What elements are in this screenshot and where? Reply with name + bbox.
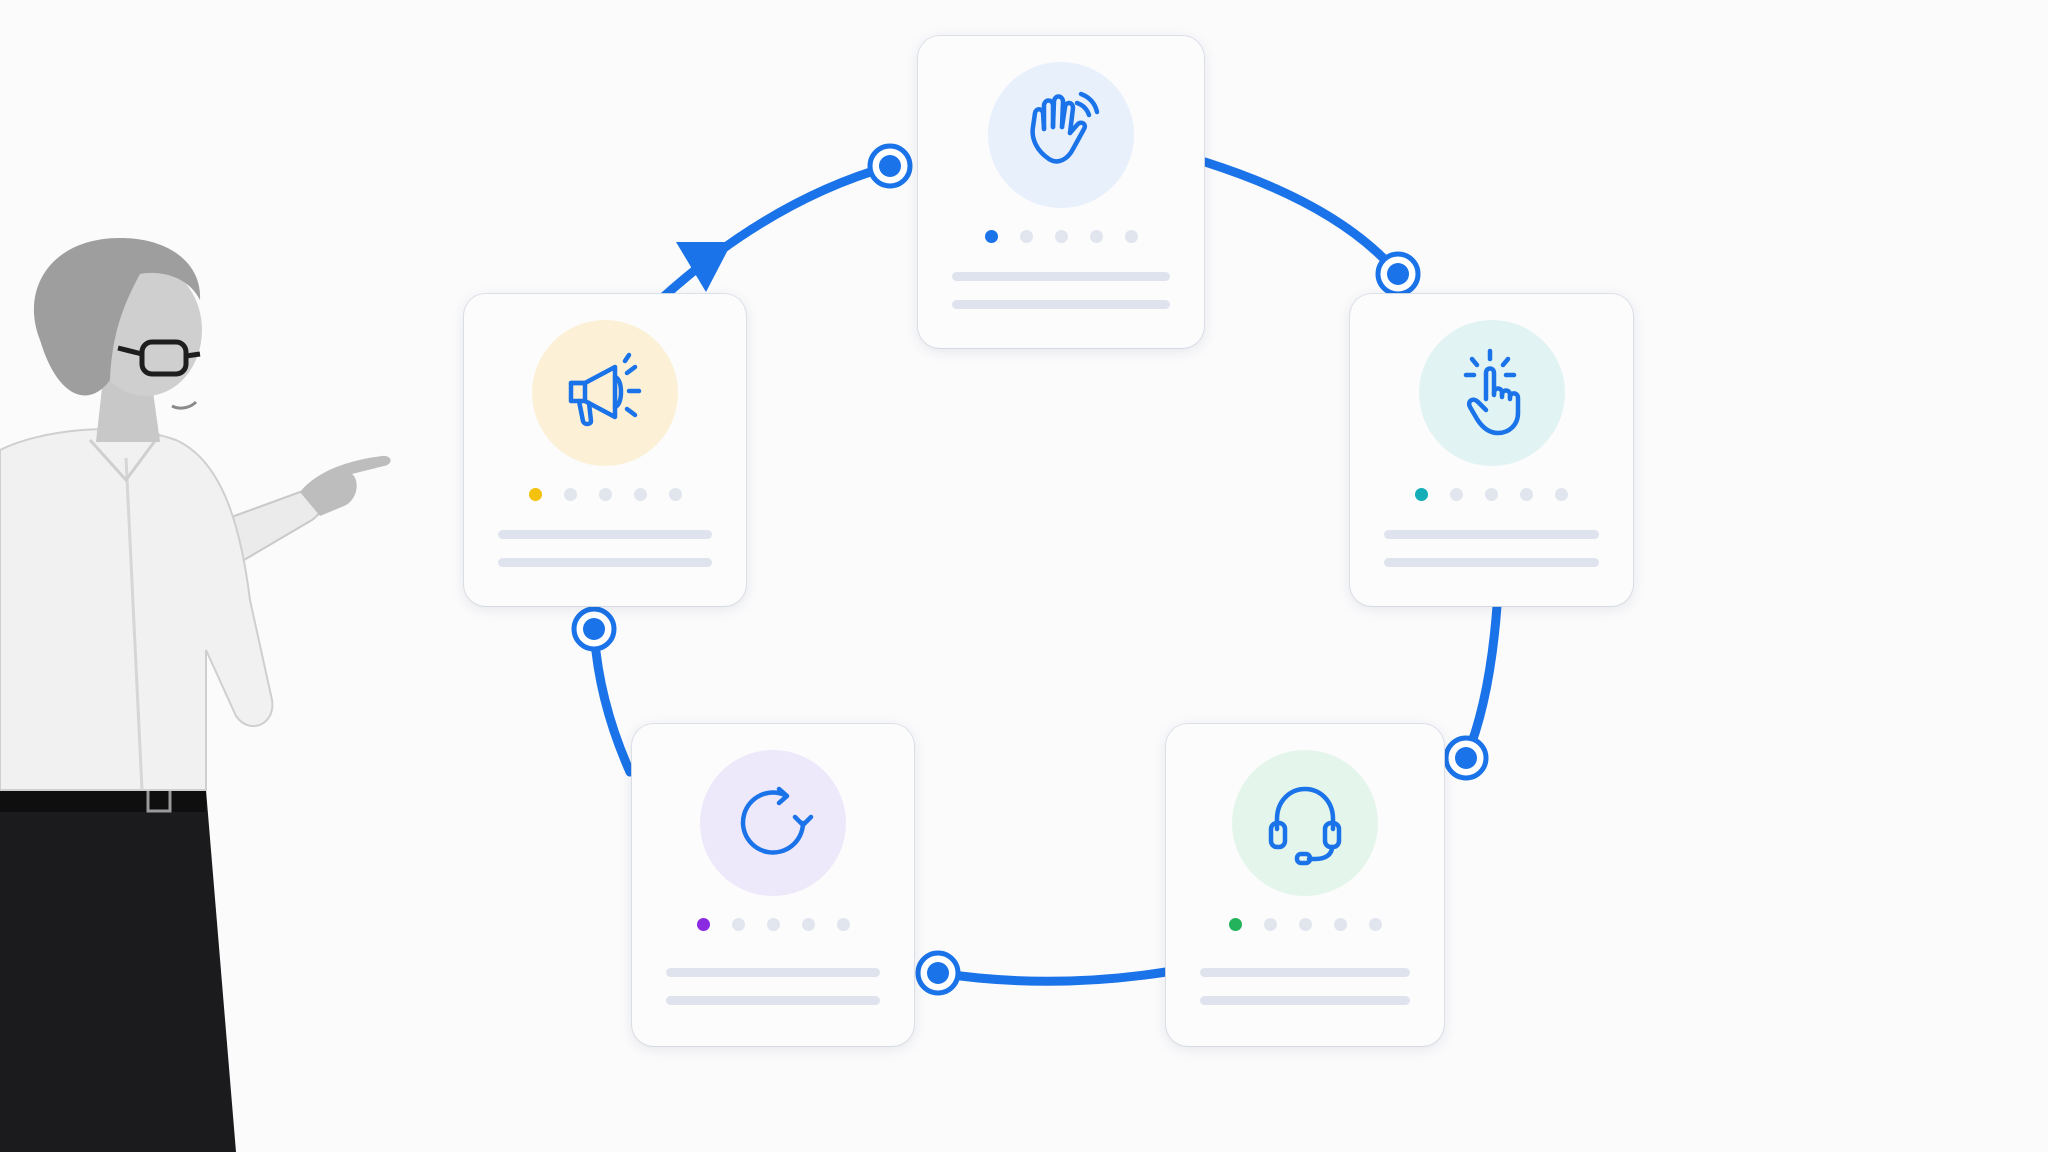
progress-dot — [598, 488, 612, 501]
connector-node — [1375, 251, 1421, 297]
progress-dot — [731, 918, 745, 931]
megaphone-icon — [568, 352, 642, 427]
connector-node — [867, 143, 913, 189]
progress-dot-active — [984, 230, 998, 243]
placeholder-line — [1200, 968, 1410, 977]
badge-announce — [532, 320, 678, 466]
step-card-wave — [918, 36, 1204, 348]
progress-dot — [1555, 488, 1568, 501]
progress-dot — [668, 488, 682, 501]
connector-node — [915, 950, 961, 996]
connector-node — [571, 606, 617, 652]
presenter-smile — [171, 400, 198, 410]
progress-dot-active — [528, 488, 542, 501]
progress-dot — [1485, 488, 1498, 501]
placeholder-line — [952, 300, 1170, 309]
badge-tap — [1418, 320, 1565, 466]
presenter-belt — [0, 790, 206, 812]
progress-dot — [1089, 230, 1103, 243]
badge-renew — [700, 750, 846, 896]
presenter-trousers — [0, 790, 236, 1152]
ring-segment-tap-to-support — [1461, 601, 1502, 763]
progress-dot — [1298, 918, 1312, 931]
pointing-presenter-illustration — [0, 238, 391, 1152]
progress-dot — [1019, 230, 1033, 243]
progress-dot — [801, 918, 815, 931]
blouse-placket — [124, 457, 144, 791]
progress-dot — [766, 918, 780, 931]
presenter-blouse — [0, 428, 274, 791]
progress-dot-active — [696, 918, 710, 931]
progress-dot-active — [1228, 918, 1242, 931]
progress-dot — [1333, 918, 1347, 931]
headset-icon — [1268, 786, 1342, 866]
progress-dot — [1368, 918, 1382, 931]
connector-node — [1443, 735, 1489, 781]
placeholder-line — [952, 272, 1170, 281]
progress-dot-active — [1415, 488, 1428, 501]
ring-segment-announce-to-wave — [655, 161, 895, 305]
placeholder-line — [1384, 530, 1599, 539]
progress-dot — [1263, 918, 1277, 931]
progress-dot — [1124, 230, 1138, 243]
waving-hand-icon — [1030, 91, 1100, 164]
progress-dot — [1520, 488, 1533, 501]
step-card-announce — [464, 294, 746, 606]
badge-wave — [988, 62, 1134, 208]
step-card-support — [1166, 724, 1444, 1046]
placeholder-line — [1384, 558, 1599, 567]
progress-dot — [836, 918, 850, 931]
progress-dots — [1350, 488, 1633, 501]
tap-finger-icon — [1463, 348, 1520, 436]
step-card-renew — [632, 724, 914, 1046]
badge-support — [1232, 750, 1378, 896]
placeholder-line — [666, 996, 880, 1005]
refresh-arrow-icon — [740, 786, 814, 855]
progress-dot — [563, 488, 577, 501]
progress-dot — [633, 488, 647, 501]
placeholder-line — [498, 530, 712, 539]
progress-dots — [464, 488, 746, 501]
presenter-hand — [300, 455, 391, 516]
progress-dots — [918, 230, 1204, 243]
progress-dot — [1054, 230, 1068, 243]
step-card-tap — [1350, 294, 1633, 606]
direction-arrow-icon — [676, 242, 732, 292]
placeholder-line — [666, 968, 880, 977]
blouse-collar — [88, 433, 162, 483]
placeholder-line — [498, 558, 712, 567]
presenter-hair — [33, 238, 201, 396]
progress-dot — [1450, 488, 1463, 501]
ring-segment-wave-to-tap — [1200, 157, 1403, 279]
placeholder-line — [1200, 996, 1410, 1005]
glasses-icon — [117, 339, 201, 377]
ring-segment-support-to-renew — [933, 967, 1171, 986]
progress-dots — [1166, 918, 1444, 931]
progress-dots — [632, 918, 914, 931]
